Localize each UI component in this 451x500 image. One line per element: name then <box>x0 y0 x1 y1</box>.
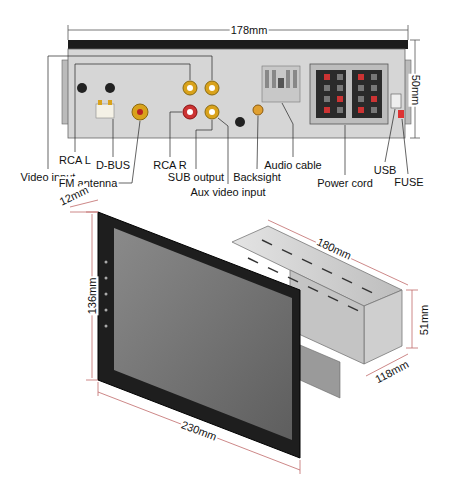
callout-label: Backsight <box>232 171 282 184</box>
connector-pin <box>337 85 343 91</box>
connector-pin <box>371 107 377 113</box>
callout-label: SUB output <box>167 171 225 184</box>
callout-label: Audio cable <box>263 159 323 172</box>
vent-slot <box>308 287 318 292</box>
connector-pin <box>324 85 330 91</box>
dimension-label: 178mm <box>230 24 269 37</box>
connector-pin <box>371 85 377 91</box>
connector-pin <box>324 107 330 113</box>
dimension-lines <box>70 200 418 474</box>
vent-slot <box>288 277 298 282</box>
dimension-label: 136mm <box>86 277 99 316</box>
vent-slot <box>248 258 258 263</box>
leader-lines <box>48 56 408 184</box>
vent-slot <box>342 278 352 283</box>
vent-slot <box>362 288 372 293</box>
vent-slot <box>262 240 272 245</box>
rear-panel <box>62 40 411 138</box>
connector-pin <box>371 96 377 102</box>
vent-slot <box>302 259 312 264</box>
vent-slot <box>268 268 278 273</box>
vent-slot <box>328 296 338 301</box>
connector-pin <box>358 85 364 91</box>
callout-label: RCA L <box>58 154 92 167</box>
dimension-label: 50mm <box>409 74 422 107</box>
callout-label: Power cord <box>316 177 374 190</box>
connector-pin <box>358 107 364 113</box>
dimension-label: 230mm <box>179 418 220 444</box>
connector-pin <box>324 96 330 102</box>
connector-pin <box>358 74 364 80</box>
connector-pin <box>324 74 330 80</box>
connector-pin <box>337 74 343 80</box>
connector-pin <box>358 96 364 102</box>
connector-pin <box>371 74 377 80</box>
dimension-label: 51mm <box>418 304 431 337</box>
connector-pin <box>337 107 343 113</box>
vent-slot <box>282 250 292 255</box>
callout-label: FUSE <box>393 176 424 189</box>
front-panel <box>98 212 300 458</box>
dimension-label: 180mm <box>314 235 355 263</box>
dimension-label: 118mm <box>372 357 412 386</box>
callout-label: D-BUS <box>95 159 131 172</box>
dimension-lines <box>68 25 420 138</box>
vent-slot <box>322 269 332 274</box>
connector-pin <box>337 96 343 102</box>
vent-slot <box>348 306 358 311</box>
callout-label: Aux video input <box>189 186 266 199</box>
